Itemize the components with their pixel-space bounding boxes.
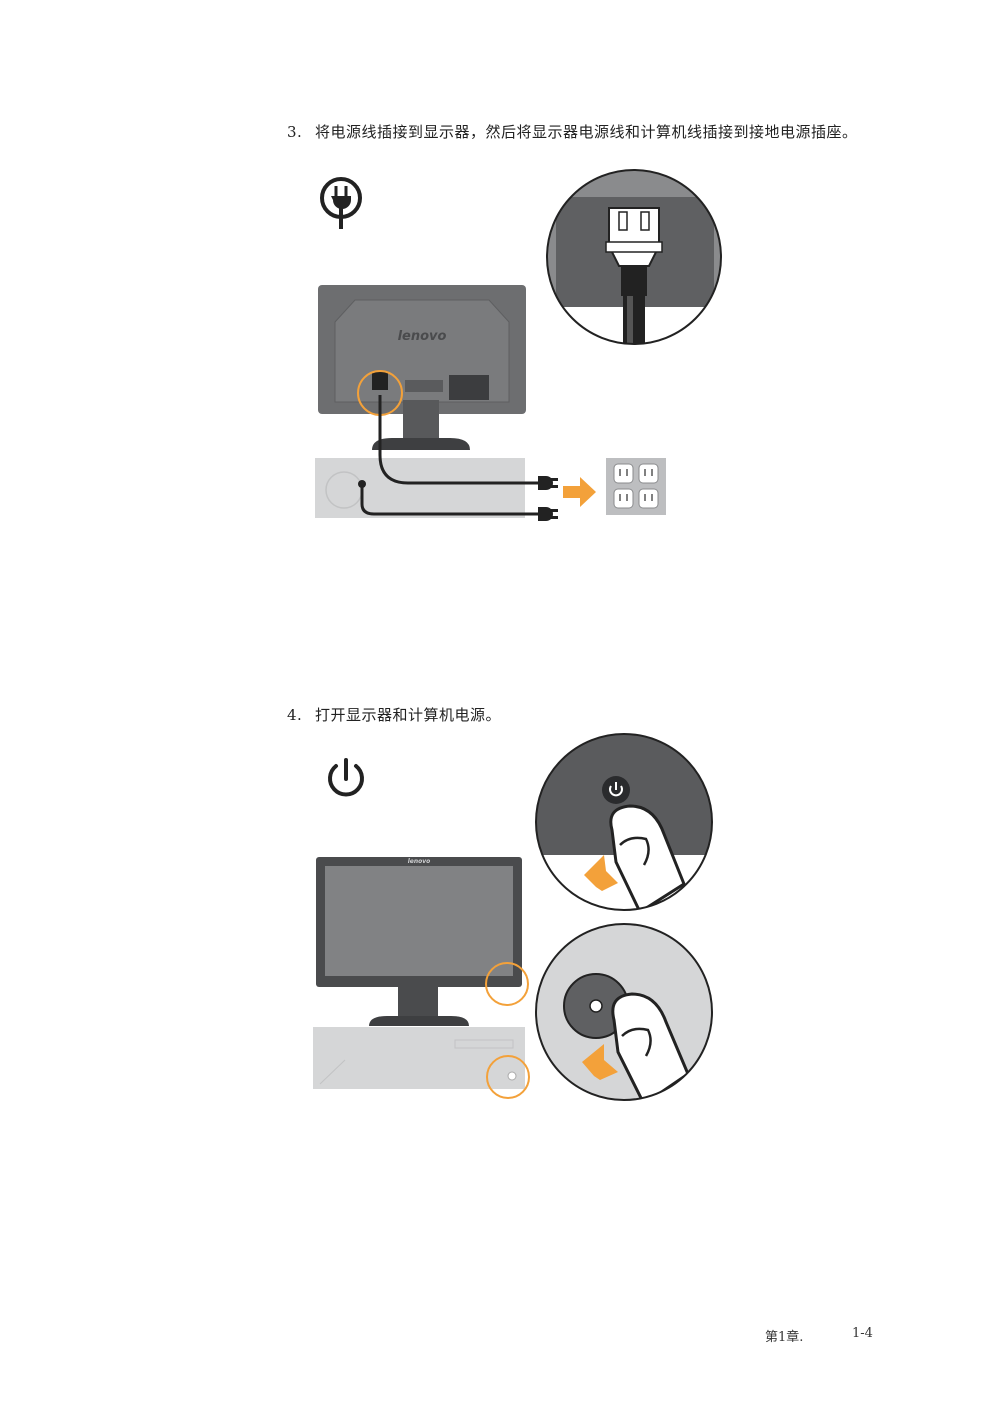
- monitor-back: lenovo: [318, 285, 526, 450]
- step-3-text: 将电源线插接到显示器，然后将显示器电源线和计算机线插接到接地电源插座。: [315, 123, 858, 141]
- step-3-number: 3.: [287, 123, 303, 141]
- computer-front: [313, 1027, 525, 1089]
- footer-page-number: 1-4: [852, 1326, 873, 1341]
- monitor-front: lenovo: [316, 857, 529, 1026]
- step-3: 3. 将电源线插接到显示器，然后将显示器电源线和计算机线插接到接地电源插座。: [287, 121, 858, 142]
- power-plug-icon: [320, 177, 362, 229]
- step-4-number: 4.: [287, 706, 303, 724]
- monitor-back-logo: lenovo: [398, 329, 447, 344]
- plug-detail-circle: [546, 169, 722, 345]
- monitor-front-logo: lenovo: [408, 858, 431, 865]
- computer-case: [315, 458, 525, 518]
- power-cables: [360, 395, 538, 516]
- step-4: 4. 打开显示器和计算机电源。: [287, 704, 501, 725]
- power-outlet-icon: [606, 458, 666, 515]
- computer-power-detail-circle: [535, 923, 713, 1101]
- arrow-right-icon: [563, 477, 596, 507]
- monitor-power-detail-circle: [535, 733, 713, 911]
- step-4-text: 打开显示器和计算机电源。: [315, 706, 502, 724]
- power-button-icon: [328, 758, 364, 797]
- footer-chapter: 第1章.: [765, 1330, 804, 1345]
